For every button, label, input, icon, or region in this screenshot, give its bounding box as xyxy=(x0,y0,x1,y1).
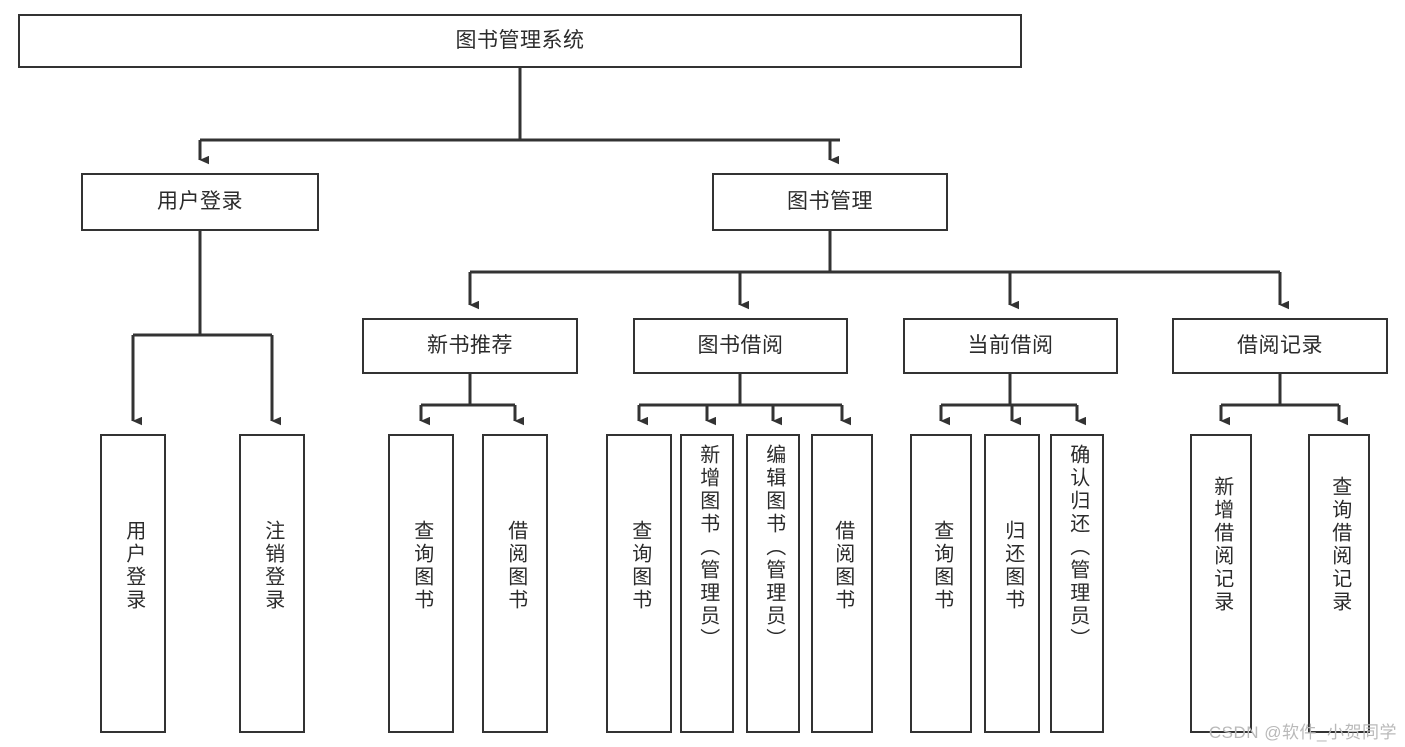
node-book-manage[interactable]: 图书管理 xyxy=(712,173,948,231)
node-leaf-confirm-return-label: 确认归还（管理员） xyxy=(1066,444,1089,651)
node-leaf-edit-book-label: 编辑图书（管理员） xyxy=(762,444,785,651)
node-leaf-query-book-3[interactable]: 查询图书 xyxy=(910,434,972,733)
node-leaf-user-logout[interactable]: 注销登录 xyxy=(239,434,305,733)
node-leaf-query-record[interactable]: 查询借阅记录 xyxy=(1308,434,1370,733)
node-leaf-query-book-2-label: 查询图书 xyxy=(628,520,651,612)
node-book-borrow-label: 图书借阅 xyxy=(697,334,784,358)
node-borrow-record[interactable]: 借阅记录 xyxy=(1172,318,1388,374)
node-current-borrow-label: 当前借阅 xyxy=(967,334,1054,358)
node-current-borrow[interactable]: 当前借阅 xyxy=(903,318,1118,374)
node-leaf-user-logout-label: 注销登录 xyxy=(261,520,284,612)
node-root[interactable]: 图书管理系统 xyxy=(18,14,1022,68)
node-root-label: 图书管理系统 xyxy=(455,29,585,53)
node-new-book-recommend[interactable]: 新书推荐 xyxy=(362,318,578,374)
node-leaf-borrow-book-1[interactable]: 借阅图书 xyxy=(482,434,548,733)
node-user-login-label: 用户登录 xyxy=(157,190,243,214)
node-leaf-query-book-3-label: 查询图书 xyxy=(930,520,953,612)
watermark-text: CSDN @软件_小贺同学 xyxy=(1208,723,1397,742)
node-leaf-return-book[interactable]: 归还图书 xyxy=(984,434,1040,733)
node-leaf-query-book-1[interactable]: 查询图书 xyxy=(388,434,454,733)
node-leaf-query-book-2[interactable]: 查询图书 xyxy=(606,434,672,733)
node-leaf-query-record-label: 查询借阅记录 xyxy=(1328,476,1351,614)
node-leaf-user-login-label: 用户登录 xyxy=(122,520,145,612)
node-leaf-borrow-book-2[interactable]: 借阅图书 xyxy=(811,434,873,733)
node-leaf-borrow-book-2-label: 借阅图书 xyxy=(831,520,854,612)
node-leaf-user-login[interactable]: 用户登录 xyxy=(100,434,166,733)
node-book-borrow[interactable]: 图书借阅 xyxy=(633,318,848,374)
node-leaf-query-book-1-label: 查询图书 xyxy=(410,520,433,612)
node-leaf-add-record[interactable]: 新增借阅记录 xyxy=(1190,434,1252,733)
node-leaf-confirm-return[interactable]: 确认归还（管理员） xyxy=(1050,434,1104,733)
node-book-manage-label: 图书管理 xyxy=(787,190,873,214)
node-leaf-borrow-book-1-label: 借阅图书 xyxy=(504,520,527,612)
node-leaf-add-record-label: 新增借阅记录 xyxy=(1210,476,1233,614)
node-borrow-record-label: 借阅记录 xyxy=(1237,334,1323,358)
node-new-book-recommend-label: 新书推荐 xyxy=(427,334,513,358)
node-user-login[interactable]: 用户登录 xyxy=(81,173,319,231)
node-leaf-edit-book[interactable]: 编辑图书（管理员） xyxy=(746,434,800,733)
node-leaf-return-book-label: 归还图书 xyxy=(1001,520,1024,612)
node-leaf-add-book[interactable]: 新增图书（管理员） xyxy=(680,434,734,733)
node-leaf-add-book-label: 新增图书（管理员） xyxy=(696,444,719,651)
